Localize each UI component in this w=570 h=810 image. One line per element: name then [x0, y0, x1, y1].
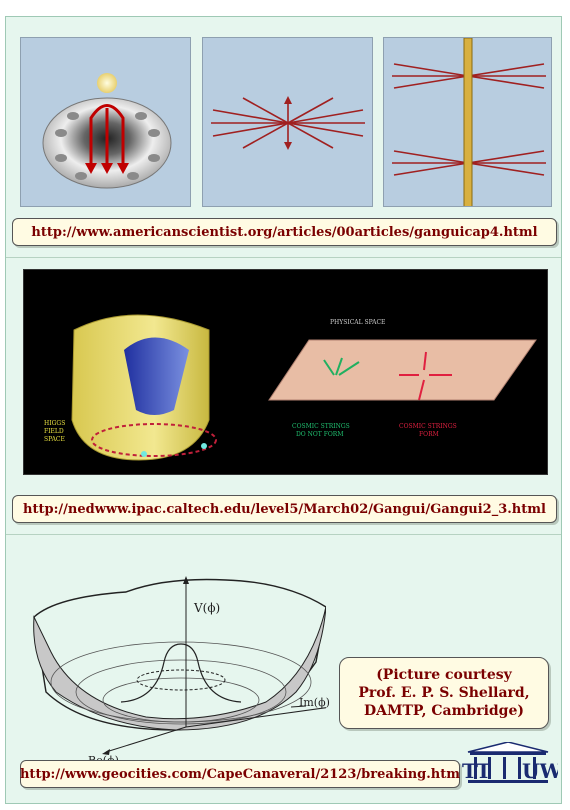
physical-space-label: PHYSICAL SPACE — [330, 319, 385, 326]
higgs-label-line: FIELD — [44, 428, 64, 435]
im-axis-label-layer: Im(ϕ) — [291, 696, 330, 709]
courtesy-line: DAMTP, Cambridge) — [363, 703, 524, 719]
string-field-illustration — [392, 38, 546, 206]
picture-courtesy-box: (Picture courtesy Prof. E. P. S. Shellar… — [339, 657, 549, 729]
im-axis-label: Im(ϕ) — [299, 696, 330, 709]
link-caltech[interactable]: http://nedwww.ipac.caltech.edu/level5/Ma… — [12, 495, 557, 523]
mexican-hat-potential-plot: V(ϕ) Re(ϕ) — [33, 576, 326, 767]
ttuw-logo: TT UW — [462, 742, 558, 783]
form-label-line: COSMIC STRINGS — [399, 423, 457, 430]
courtesy-line: (Picture courtesy — [376, 667, 512, 683]
link-geocities[interactable]: http://www.geocities.com/CapeCanaveral/2… — [20, 760, 460, 788]
logo-text-left: TT — [462, 759, 491, 783]
courtesy-line: Prof. E. P. S. Shellard, — [358, 685, 530, 701]
panel-radial-field — [202, 37, 373, 207]
panel-string-field — [383, 37, 552, 207]
vortex-illustration — [42, 73, 172, 189]
slide-page: http://www.americanscientist.org/article… — [5, 16, 562, 804]
no-form-label-line: DO NOT FORM — [296, 431, 343, 438]
higgs-field-illustration: HIGGS FIELD SPACE PHYSICAL SPACE COSMIC … — [44, 314, 537, 461]
radial-field-illustration — [211, 96, 365, 150]
higgs-label-line: HIGGS — [44, 420, 65, 427]
panel-higgs-field: HIGGS FIELD SPACE PHYSICAL SPACE COSMIC … — [23, 269, 548, 475]
higgs-label-line: SPACE — [44, 436, 65, 443]
section-divider — [6, 257, 561, 258]
form-label-line: FORM — [419, 431, 439, 438]
no-form-label-line: COSMIC STRINGS — [292, 423, 350, 430]
v-axis-label: V(ϕ) — [193, 601, 220, 615]
logo-text-right: UW — [522, 759, 558, 783]
section-divider — [6, 534, 561, 535]
link-americanscientist[interactable]: http://www.americanscientist.org/article… — [12, 218, 557, 246]
panel-vortex — [20, 37, 191, 207]
